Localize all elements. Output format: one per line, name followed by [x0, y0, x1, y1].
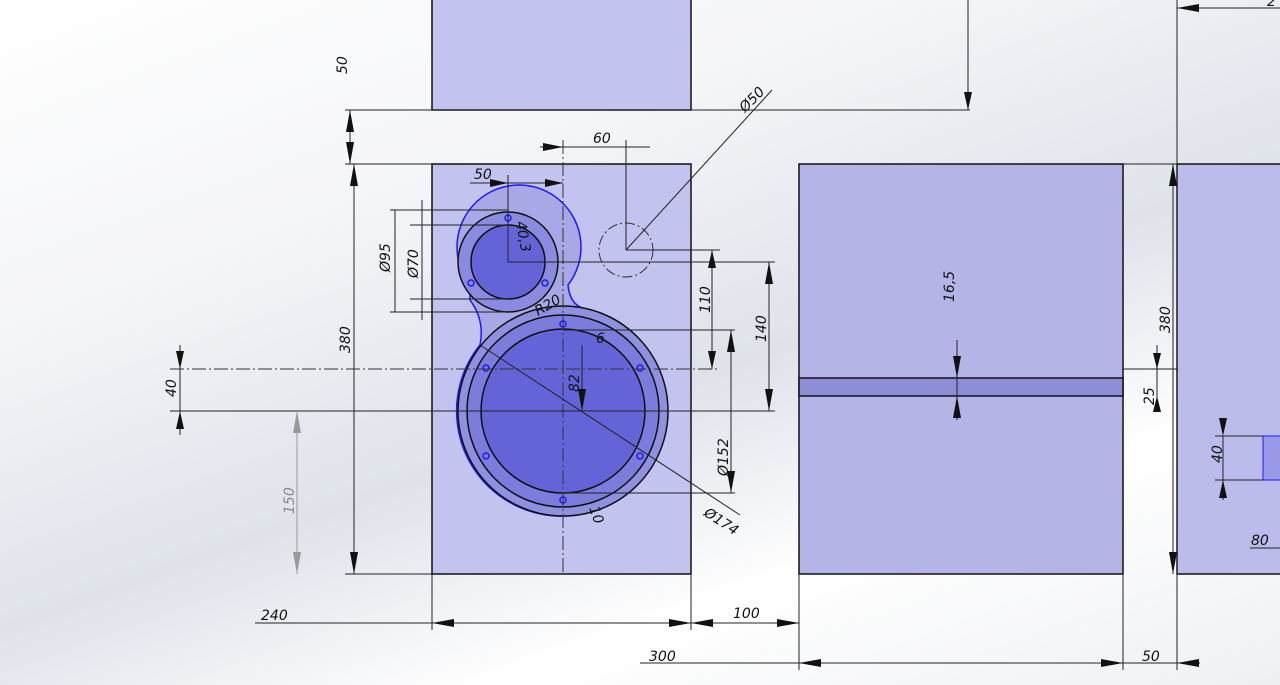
dim-16-5[interactable]: 16,5: [942, 271, 958, 302]
dim-offset-50[interactable]: 50: [474, 167, 492, 183]
dim-d70[interactable]: Ø70: [406, 249, 422, 279]
dim-300[interactable]: 300: [649, 649, 676, 665]
dim-top-right[interactable]: 2: [1267, 0, 1276, 10]
dim-6[interactable]: 6: [596, 331, 605, 347]
dim-d152[interactable]: Ø152: [716, 438, 732, 477]
screw-holes: [467, 214, 644, 504]
side-view-groove[interactable]: [798, 377, 1124, 397]
dim-110[interactable]: 110: [698, 286, 714, 313]
dim-40-left[interactable]: 40: [164, 379, 180, 397]
dim-380-right[interactable]: 380: [1158, 306, 1174, 333]
dim-25[interactable]: 25: [1142, 387, 1158, 405]
side-view-face[interactable]: [798, 163, 1124, 575]
dim-10[interactable]: 10: [585, 504, 606, 526]
dim-d95[interactable]: Ø95: [378, 243, 394, 273]
dim-offset-60[interactable]: 60: [593, 131, 611, 147]
dim-40-right[interactable]: 40: [1210, 445, 1226, 463]
dim-top-height[interactable]: 50: [335, 56, 351, 74]
dim-140[interactable]: 140: [754, 315, 770, 342]
dimension-arrows: [176, 4, 1227, 667]
right-view-face[interactable]: [1176, 163, 1280, 575]
dim-82[interactable]: 82: [567, 374, 583, 392]
dim-240[interactable]: 240: [261, 608, 288, 624]
top-view-face[interactable]: [431, 0, 692, 111]
dim-100[interactable]: 100: [733, 606, 760, 622]
dim-overall-height[interactable]: 380: [338, 326, 354, 353]
right-view-cutout[interactable]: [1262, 435, 1280, 481]
dim-small-radial[interactable]: 40,3: [512, 220, 533, 253]
dim-80[interactable]: 80: [1251, 533, 1269, 549]
dim-150[interactable]: 150: [282, 487, 298, 514]
dim-50-bottom[interactable]: 50: [1142, 649, 1160, 665]
dim-d174[interactable]: Ø174: [700, 504, 741, 539]
